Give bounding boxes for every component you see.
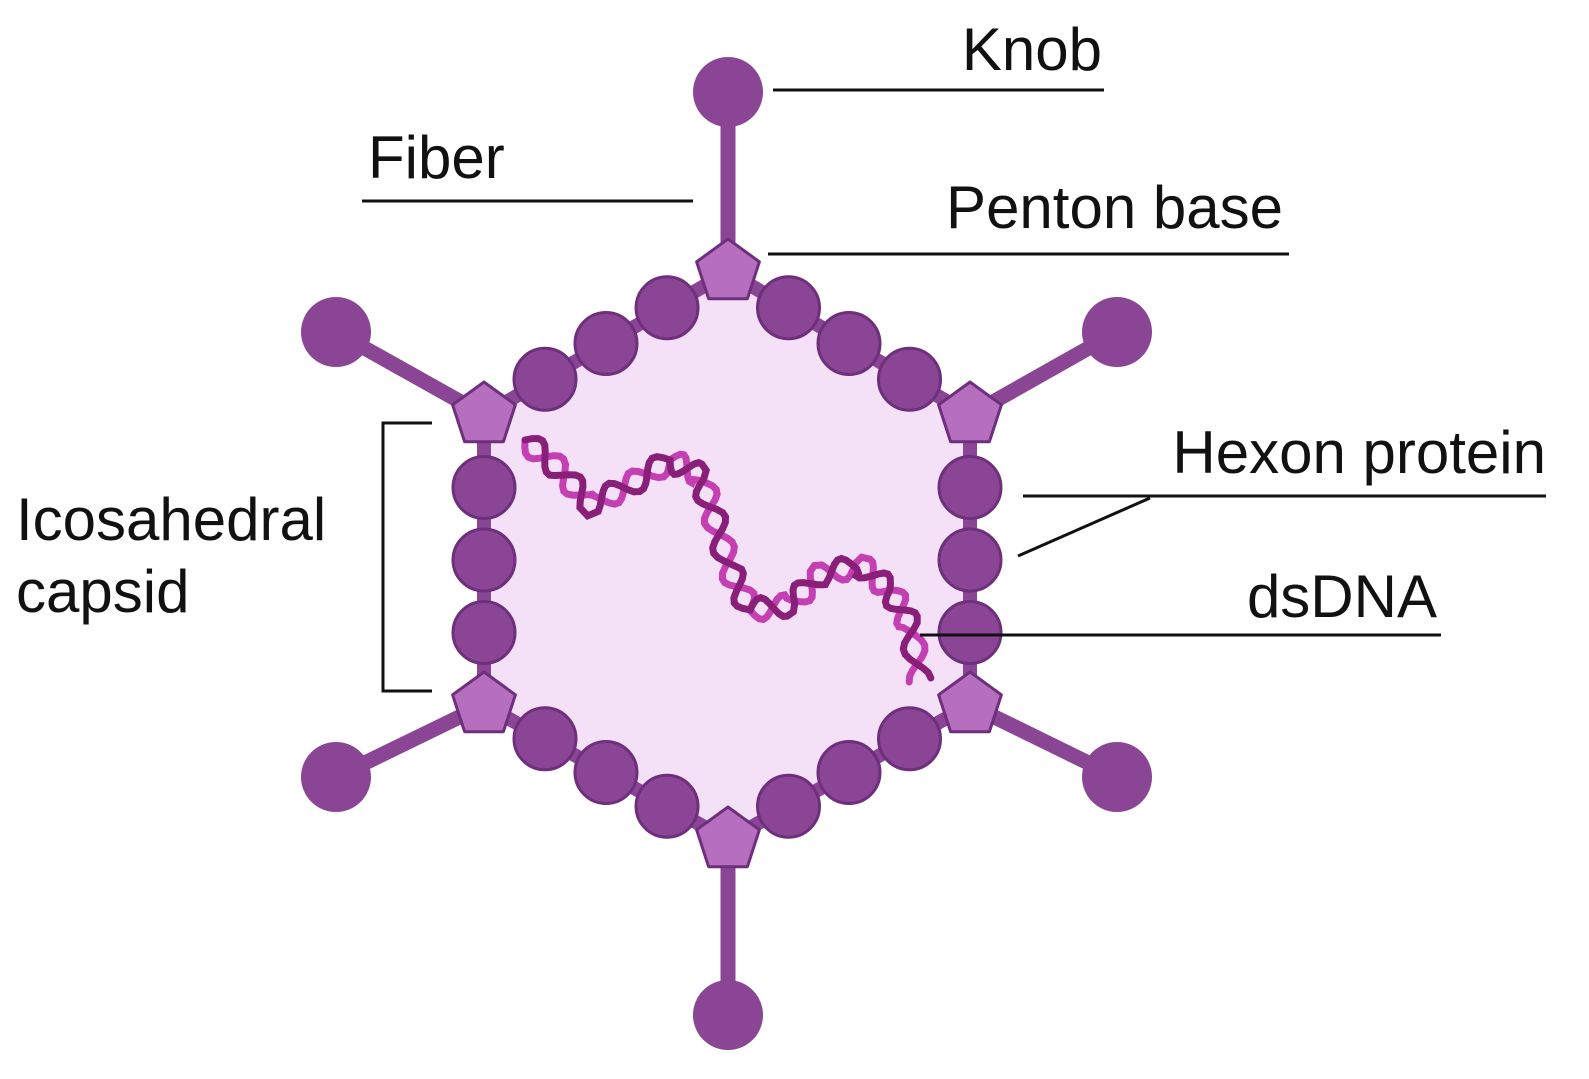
knob-icon (301, 742, 371, 812)
hexon-protein-icon (573, 740, 639, 805)
icosahedral-capsid-label-line2: capsid (16, 558, 189, 625)
hexon-protein-leader-diagonal (1017, 496, 1151, 558)
hexon-protein-icon (877, 346, 942, 412)
fiber-label: Fiber (368, 124, 505, 191)
hexon-protein-icon (451, 455, 517, 520)
hexon-protein-icon (877, 706, 942, 772)
hexon-protein-icon (756, 275, 821, 341)
hexon-protein-icon (451, 527, 517, 593)
hexon-protein-icon (512, 346, 578, 412)
hexon-protein-icon (937, 600, 1003, 665)
hexon-protein-icon (634, 773, 700, 839)
hexon-protein-icon (816, 740, 882, 805)
knob-icon (301, 297, 371, 367)
penton-base-icon (451, 670, 517, 734)
dsdna-helix (521, 435, 935, 686)
hexon-protein-icon (937, 527, 1003, 593)
hexon-protein-icon (816, 311, 882, 376)
knob-label: Knob (962, 16, 1102, 83)
penton-base-icon (695, 805, 761, 869)
hexon-protein-icon (512, 706, 578, 772)
capsid-bracket (381, 421, 432, 693)
knob-icon (1082, 742, 1152, 812)
penton-base-icon (451, 380, 517, 444)
dsdna-label: dsDNA (1247, 563, 1437, 630)
icosahedral-capsid-label-line1: Icosahedral (16, 486, 326, 553)
hexon-protein-icon (573, 311, 639, 376)
penton-base-icon (937, 670, 1003, 734)
knob-icon (1082, 297, 1152, 367)
penton-base-icon (937, 380, 1003, 444)
knob-icon (693, 57, 763, 127)
knob-icon (693, 980, 763, 1050)
hexon-proteins (451, 275, 1003, 839)
hexon-protein-icon (756, 773, 821, 839)
hexon-protein-icon (634, 275, 700, 341)
leader-lines (362, 88, 1546, 693)
hexon-protein-icon (451, 600, 517, 665)
penton-base-icon (695, 237, 761, 301)
dsdna-strand-b (521, 435, 935, 682)
penton-bases (451, 237, 1003, 869)
hexon-protein-icon (937, 455, 1003, 520)
hexon-protein-label: Hexon protein (1172, 419, 1546, 486)
penton-base-label: Penton base (946, 174, 1283, 241)
